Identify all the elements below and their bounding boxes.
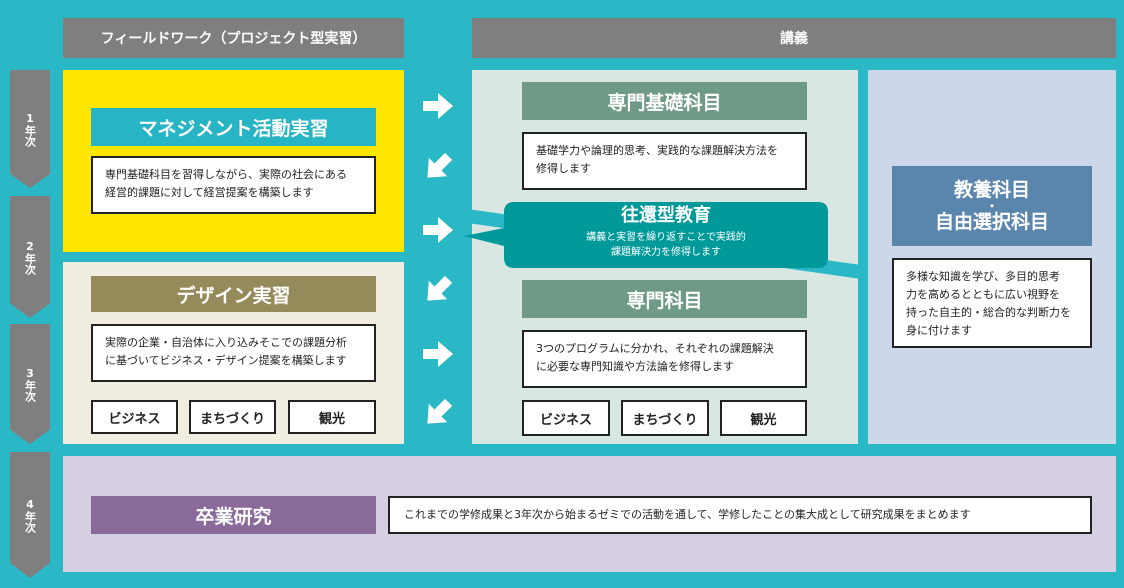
year-4-number: 4 bbox=[26, 497, 34, 511]
basic-subjects-title: 専門基礎科目 bbox=[522, 82, 807, 120]
management-desc-line1: 専門基礎科目を習得しながら、実際の社会にある bbox=[105, 168, 347, 181]
round-trip-bubble bbox=[464, 202, 828, 268]
fieldwork-header-label: フィールドワーク（プロジェクト型実習） bbox=[100, 31, 367, 47]
specialized-title: 専門科目 bbox=[522, 280, 807, 318]
graduation-title-label: 卒業研究 bbox=[195, 505, 272, 528]
year-4-tab: 4 年次 bbox=[10, 452, 50, 578]
arrow-right-icon bbox=[423, 217, 453, 243]
year-3-number: 3 bbox=[26, 366, 34, 380]
specialized-tag-business-label: ビジネス bbox=[539, 412, 592, 428]
design-tag-tourism-label: 観光 bbox=[318, 411, 345, 427]
round-trip-desc-line2: 課題解決力を修得します bbox=[611, 247, 721, 258]
liberal-desc-line4: 身に付けます bbox=[906, 324, 972, 337]
liberal-title-line1: 教養科目 bbox=[953, 179, 1030, 201]
year-1-label: 年次 bbox=[23, 124, 37, 147]
specialized-desc-line1: 3つのプログラムに分かれ、それぞれの課題解決 bbox=[536, 342, 774, 355]
specialized-title-label: 専門科目 bbox=[626, 289, 703, 312]
basic-subjects-desc-line1: 基礎学力や論理的思考、実践的な課題解決方法を bbox=[536, 144, 778, 157]
specialized-tag-tourism: 観光 bbox=[720, 400, 807, 436]
design-title-label: デザイン実習 bbox=[176, 284, 291, 307]
year-4-label: 年次 bbox=[23, 510, 37, 533]
design-tag-tourism: 観光 bbox=[288, 400, 376, 434]
liberal-desc: 多様な知識を学び、多目的思考 力を高めるとともに広い視野を 持った自主的・総合的… bbox=[892, 258, 1092, 348]
liberal-desc-line3: 持った自主的・総合的な判断力を bbox=[906, 306, 1071, 319]
graduation-title: 卒業研究 bbox=[91, 496, 376, 534]
design-desc: 実際の企業・自治体に入り込みそこでの課題分析 に基づいてビジネス・デザイン提案を… bbox=[91, 324, 376, 382]
basic-subjects-title-label: 専門基礎科目 bbox=[607, 91, 722, 114]
year-1-tab: 1 年次 bbox=[10, 70, 50, 188]
arrow-right-icon bbox=[423, 341, 453, 367]
management-desc: 専門基礎科目を習得しながら、実際の社会にある 経営的課題に対して経営提案を構築し… bbox=[91, 156, 376, 214]
design-tag-business: ビジネス bbox=[91, 400, 178, 434]
arrow-down-left-icon bbox=[427, 398, 453, 424]
year-3-label: 年次 bbox=[23, 379, 37, 402]
liberal-desc-line1: 多様な知識を学び、多目的思考 bbox=[906, 270, 1060, 283]
design-desc-line1: 実際の企業・自治体に入り込みそこでの課題分析 bbox=[105, 336, 347, 349]
liberal-desc-line2: 力を高めるとともに広い視野を bbox=[906, 288, 1060, 301]
fieldwork-header: フィールドワーク（プロジェクト型実習） bbox=[63, 18, 404, 58]
arrow-down-left-icon bbox=[427, 275, 453, 301]
lecture-header-label: 講義 bbox=[780, 31, 808, 47]
design-tag-business-label: ビジネス bbox=[108, 411, 161, 427]
year-2-tab: 2 年次 bbox=[10, 196, 50, 318]
specialized-tag-business: ビジネス bbox=[522, 400, 610, 436]
specialized-tag-town: まちづくり bbox=[621, 400, 709, 436]
round-trip-title: 往還型教育 bbox=[621, 205, 711, 226]
management-title: マネジメント活動実習 bbox=[91, 108, 376, 146]
graduation-desc: これまでの学修成果と3年次から始まるゼミでの活動を通して、学修したことの集大成と… bbox=[388, 496, 1092, 534]
basic-subjects-desc: 基礎学力や論理的思考、実践的な課題解決方法を 修得します bbox=[522, 132, 807, 190]
design-title: デザイン実習 bbox=[91, 276, 376, 312]
specialized-tag-tourism-label: 観光 bbox=[750, 412, 777, 428]
specialized-desc: 3つのプログラムに分かれ、それぞれの課題解決 に必要な専門知識や方法論を修得しま… bbox=[522, 330, 807, 388]
management-title-label: マネジメント活動実習 bbox=[138, 117, 329, 140]
round-trip-content: 往還型教育 講義と実習を繰り返すことで実践的 課題解決力を修得します bbox=[504, 202, 828, 266]
design-tag-town: まちづくり bbox=[189, 400, 276, 434]
year-2-number: 2 bbox=[26, 239, 34, 253]
arrow-down-left-icon bbox=[427, 152, 453, 178]
liberal-title: 教養科目 ・ 自由選択科目 bbox=[892, 166, 1092, 246]
basic-subjects-desc-line2: 修得します bbox=[536, 162, 591, 175]
specialized-desc-line2: に必要な専門知識や方法論を修得します bbox=[536, 360, 734, 373]
management-desc-line2: 経営的課題に対して経営提案を構築します bbox=[105, 186, 314, 199]
liberal-panel bbox=[868, 70, 1116, 444]
year-2-label: 年次 bbox=[23, 252, 37, 275]
year-3-tab: 3 年次 bbox=[10, 324, 50, 444]
lecture-header: 講義 bbox=[472, 18, 1116, 58]
year-1-number: 1 bbox=[26, 111, 34, 125]
specialized-tag-town-label: まちづくり bbox=[632, 412, 698, 428]
design-desc-line2: に基づいてビジネス・デザイン提案を構築します bbox=[105, 354, 347, 367]
liberal-title-line2: 自由選択科目 bbox=[934, 211, 1049, 233]
graduation-desc-text: これまでの学修成果と3年次から始まるゼミでの活動を通して、学修したことの集大成と… bbox=[404, 508, 971, 521]
arrow-right-icon bbox=[423, 93, 453, 119]
round-trip-desc-line1: 講義と実習を繰り返すことで実践的 bbox=[586, 232, 746, 243]
design-tag-town-label: まちづくり bbox=[199, 411, 265, 427]
liberal-title-dot: ・ bbox=[985, 199, 998, 213]
